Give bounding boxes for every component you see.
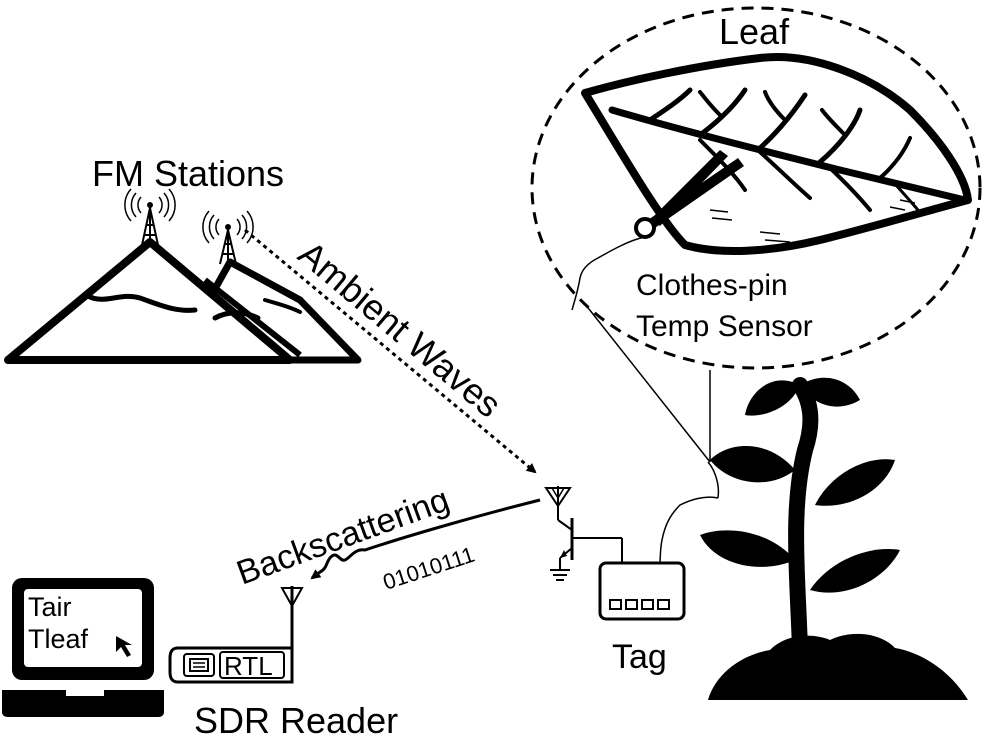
antenna-icon: [280, 586, 304, 650]
mountain-icon: [4, 238, 362, 364]
radio-tower-icon: [202, 210, 254, 265]
sdr-reader-label: SDR Reader: [194, 700, 398, 735]
radio-tower-icon: [124, 188, 176, 246]
ground-icon: [550, 569, 570, 581]
tag-label: Tag: [612, 638, 667, 676]
laptop-icon: Tair Tleaf: [2, 578, 164, 717]
plant-icon: [659, 377, 968, 700]
laptop-line2: Tleaf: [28, 624, 89, 654]
rtl-label: RTL: [224, 651, 273, 681]
backscatter-arrow: [310, 498, 541, 580]
bits-label: 01010111: [380, 542, 478, 595]
sensor-label-line2: Temp Sensor: [636, 310, 813, 343]
fm-stations-label: FM Stations: [92, 153, 284, 194]
leaf-label: Leaf: [719, 11, 790, 52]
sdr-dongle-icon: RTL: [168, 646, 294, 684]
sensor-label-line1: Clothes-pin: [636, 269, 788, 302]
antenna-icon: [544, 486, 572, 520]
ambient-waves-arrow: [244, 228, 537, 474]
laptop-line1: Tair: [28, 592, 72, 622]
clothes-pin-icon: [571, 150, 744, 311]
cursor-arrow-icon: [116, 636, 132, 657]
tag-device-icon: [598, 561, 686, 621]
transistor-icon: [557, 518, 623, 570]
